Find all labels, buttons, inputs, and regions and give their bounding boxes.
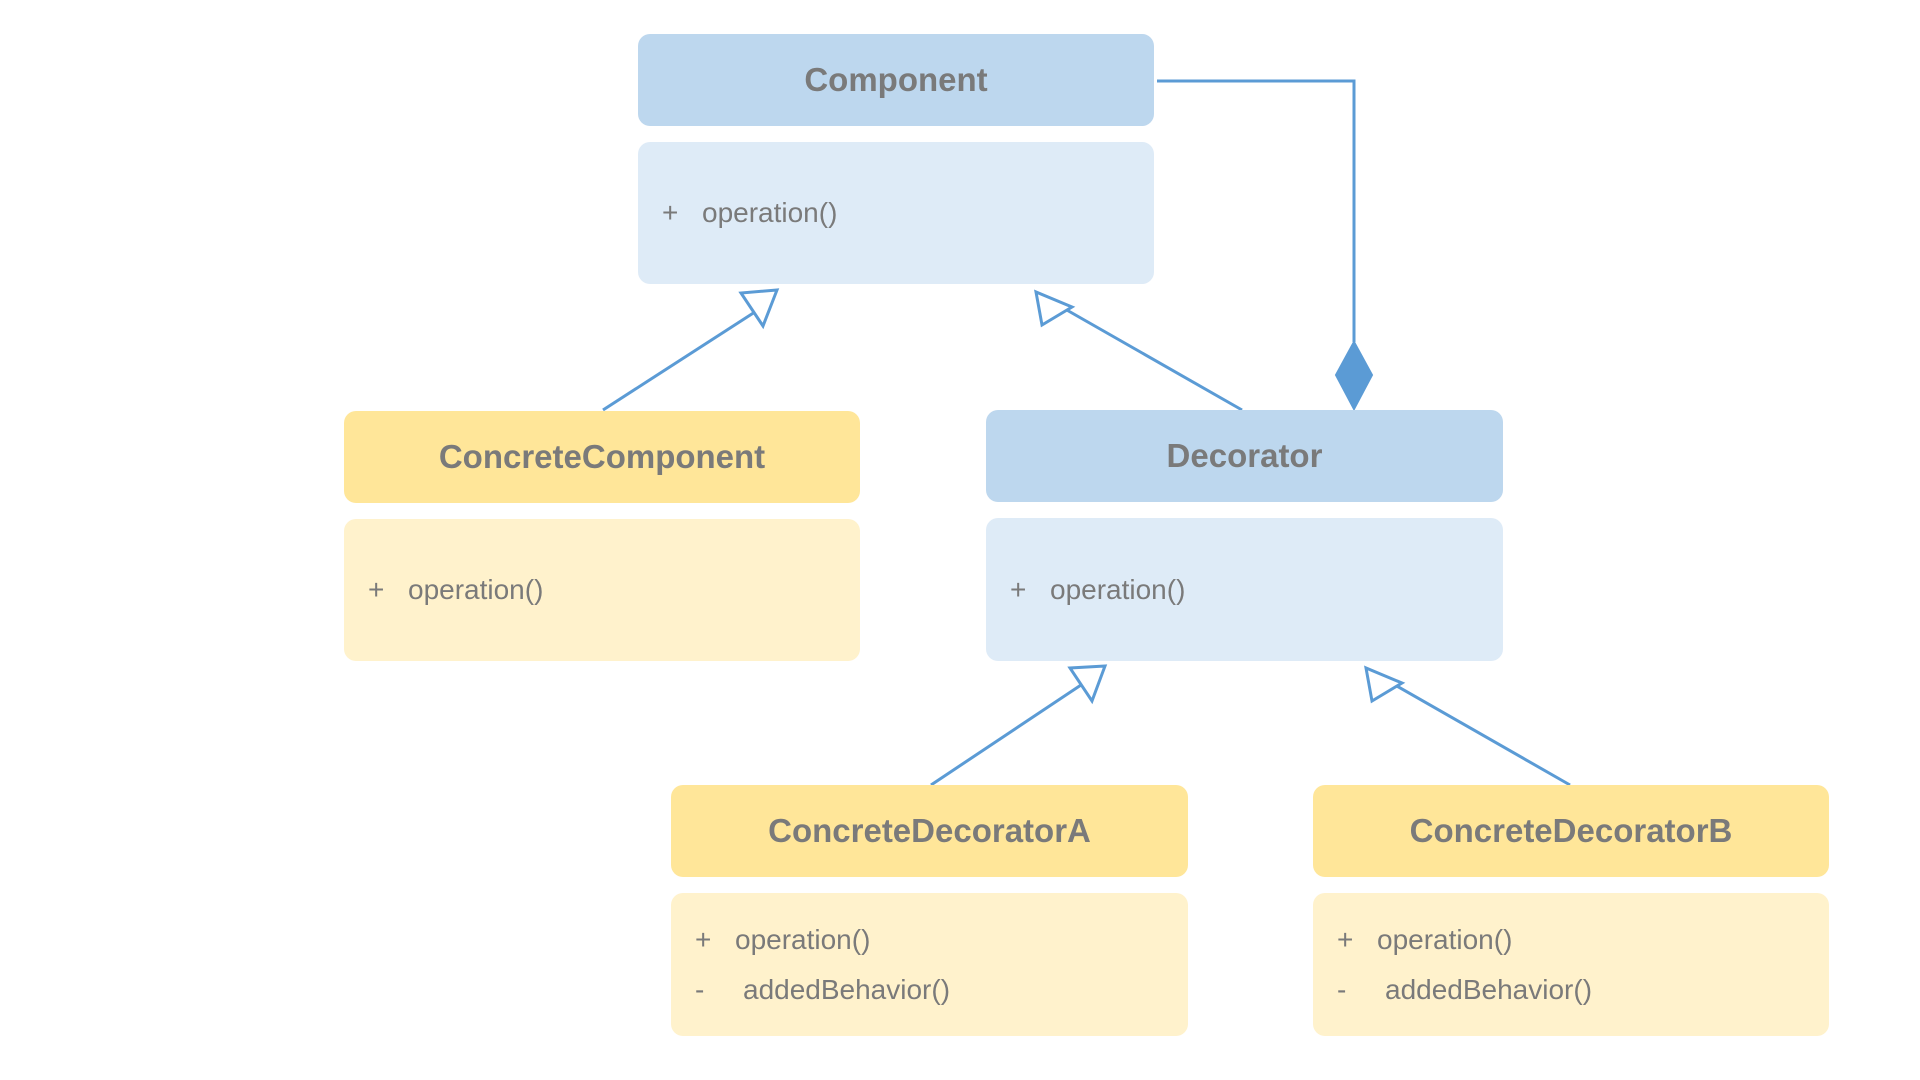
generalization-concretedecoratora-decorator xyxy=(930,664,1108,787)
member: + operation() xyxy=(368,565,860,615)
member-name: operation() xyxy=(735,923,871,955)
member-visibility: + xyxy=(662,197,679,228)
member-name: addedBehavior() xyxy=(743,973,951,1005)
class-members: + operation() xyxy=(638,142,1154,284)
member: + operation() xyxy=(1010,565,1503,615)
class-name: Decorator xyxy=(986,410,1503,502)
class-name: ConcreteComponent xyxy=(344,411,860,503)
member: + operation() xyxy=(695,915,1188,965)
member-visibility: + xyxy=(695,923,712,955)
member-visibility: - xyxy=(1337,973,1347,1005)
class-name: ConcreteDecoratorB xyxy=(1313,785,1829,877)
member: + operation() xyxy=(662,188,1154,238)
member-visibility: - xyxy=(695,973,705,1005)
member: - addedBehavior() xyxy=(695,965,1188,1015)
class-name: Component xyxy=(638,34,1154,126)
member: + operation() xyxy=(1337,915,1829,965)
member-visibility: + xyxy=(1337,923,1354,955)
class-members: + operation() xyxy=(986,518,1503,661)
member-name: operation() xyxy=(1377,923,1513,955)
member-visibility: + xyxy=(368,574,385,605)
composition-decorator-component xyxy=(1157,79,1374,412)
class-members: + operation() xyxy=(344,519,860,661)
member-name: operation() xyxy=(702,197,838,228)
class-members: + operation() - addedBehavior() xyxy=(671,893,1188,1036)
class-name: ConcreteDecoratorA xyxy=(671,785,1188,877)
member-visibility: + xyxy=(1010,573,1027,605)
member: - addedBehavior() xyxy=(1337,965,1829,1015)
member-name: operation() xyxy=(408,574,544,605)
class-members: + operation() - addedBehavior() xyxy=(1313,893,1829,1036)
member-name: addedBehavior() xyxy=(1385,973,1593,1005)
generalization-concretedecoratorb-decorator xyxy=(1364,665,1571,787)
generalization-concretecomponent-component xyxy=(602,288,780,412)
generalization-decorator-component xyxy=(1034,289,1243,412)
member-name: operation() xyxy=(1050,573,1186,605)
